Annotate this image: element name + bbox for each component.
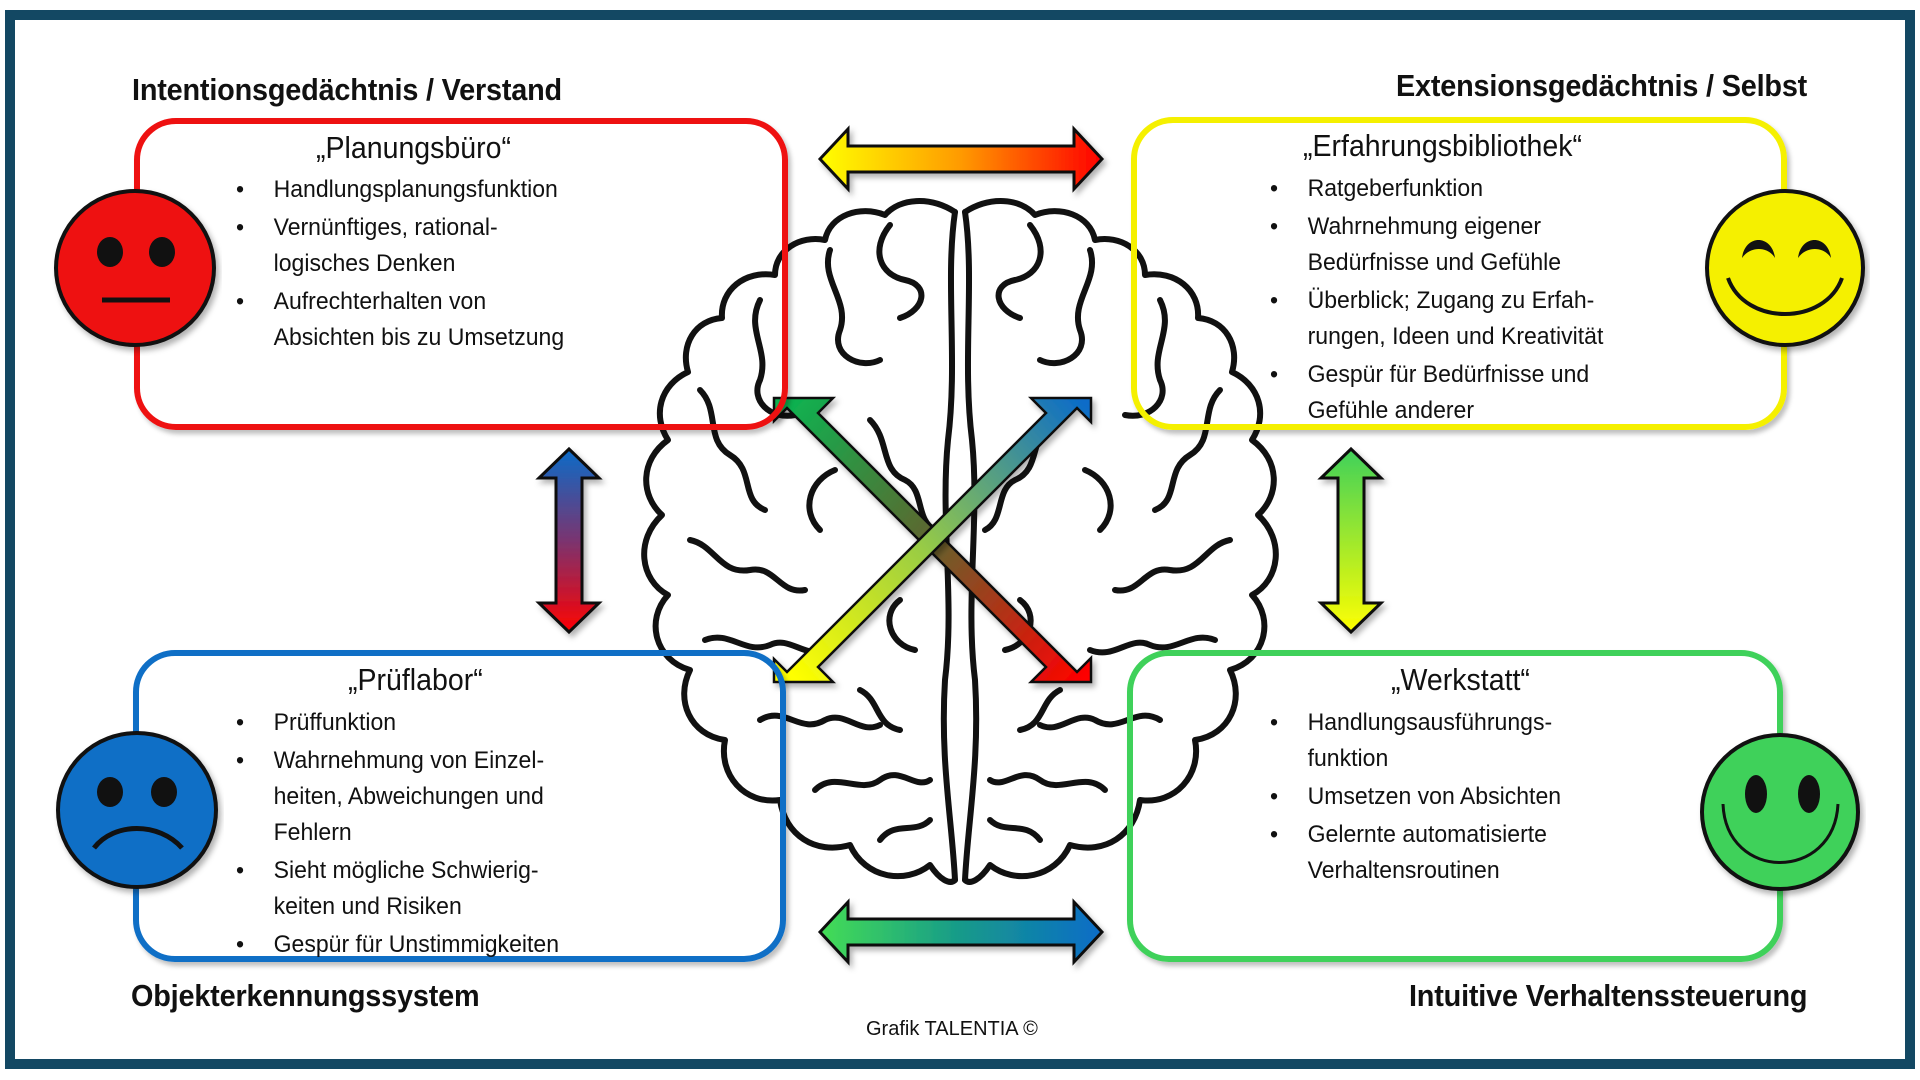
list-item: •Wahrnehmung von Einzel- heiten, Abweich… [236, 747, 545, 846]
list-werkstatt: •Handlungsausführungs- funktion •Umsetze… [1270, 705, 1580, 891]
list-planungsbuero: •Handlungsplanungsfunktion •Vernünftiges… [236, 172, 585, 358]
list-item: •Gelernte automatisierte Verhaltensrouti… [1270, 821, 1547, 884]
list-item: •Prüffunktion [236, 709, 397, 736]
heading-bottom-right: Intuitive Verhaltenssteuerung [1408, 978, 1808, 1013]
outer-frame [5, 10, 1915, 1069]
credit-text: Grafik TALENTIA © [866, 1018, 1038, 1040]
box-title-werkstatt: „Werkstatt“ [1391, 662, 1530, 697]
box-title-planungsbuero: „Planungsbüro“ [316, 130, 512, 165]
list-item: •Ratgeberfunktion [1270, 175, 1484, 202]
diagonal-arrow-yellow-blue [772, 396, 1093, 684]
heading-top-right: Extensionsgedächtnis / Selbst [1395, 68, 1807, 103]
list-item: •Umsetzen von Absichten [1270, 783, 1562, 810]
list-prueflabor: •Prüffunktion •Wahrnehmung von Einzel- h… [236, 705, 580, 965]
list-item: •Wahrnehmung eigener Bedürfnisse und Gef… [1270, 213, 1562, 276]
list-item: •Handlungsplanungsfunktion [236, 176, 558, 203]
neutral-face-icon [54, 189, 216, 347]
list-item: •Handlungsausführungs- funktion [1270, 709, 1553, 772]
right-arrow [1317, 446, 1385, 635]
list-item: •Vernünftiges, rational- logisches Denke… [236, 214, 498, 277]
happy-face-icon [1705, 189, 1865, 347]
list-item: •Aufrechterhalten von Absichten bis zu U… [236, 288, 565, 351]
list-erfahrungsbibliothek: •Ratgeberfunktion •Wahrnehmung eigener B… [1270, 171, 1625, 431]
left-arrow [535, 446, 603, 635]
sad-face-icon [56, 731, 218, 889]
smiling-face-icon [1700, 733, 1860, 891]
box-title-prueflabor: „Prüflabor“ [348, 662, 483, 697]
bottom-arrow [817, 898, 1105, 966]
heading-bottom-left: Objekterkennungssystem [131, 978, 480, 1013]
heading-top-left: Intentionsgedächtnis / Verstand [132, 72, 562, 107]
list-item: •Gespür für Bedürfnisse und Gefühle ande… [1270, 361, 1590, 424]
list-item: •Überblick; Zugang zu Erfah- rungen, Ide… [1270, 287, 1604, 350]
list-item: •Gespür für Unstimmigkeiten [236, 931, 560, 958]
top-arrow [817, 125, 1105, 193]
box-title-erfahrungsbibliothek: „Erfahrungsbibliothek“ [1303, 128, 1583, 163]
list-item: •Sieht mögliche Schwierig- keiten und Ri… [236, 857, 539, 920]
